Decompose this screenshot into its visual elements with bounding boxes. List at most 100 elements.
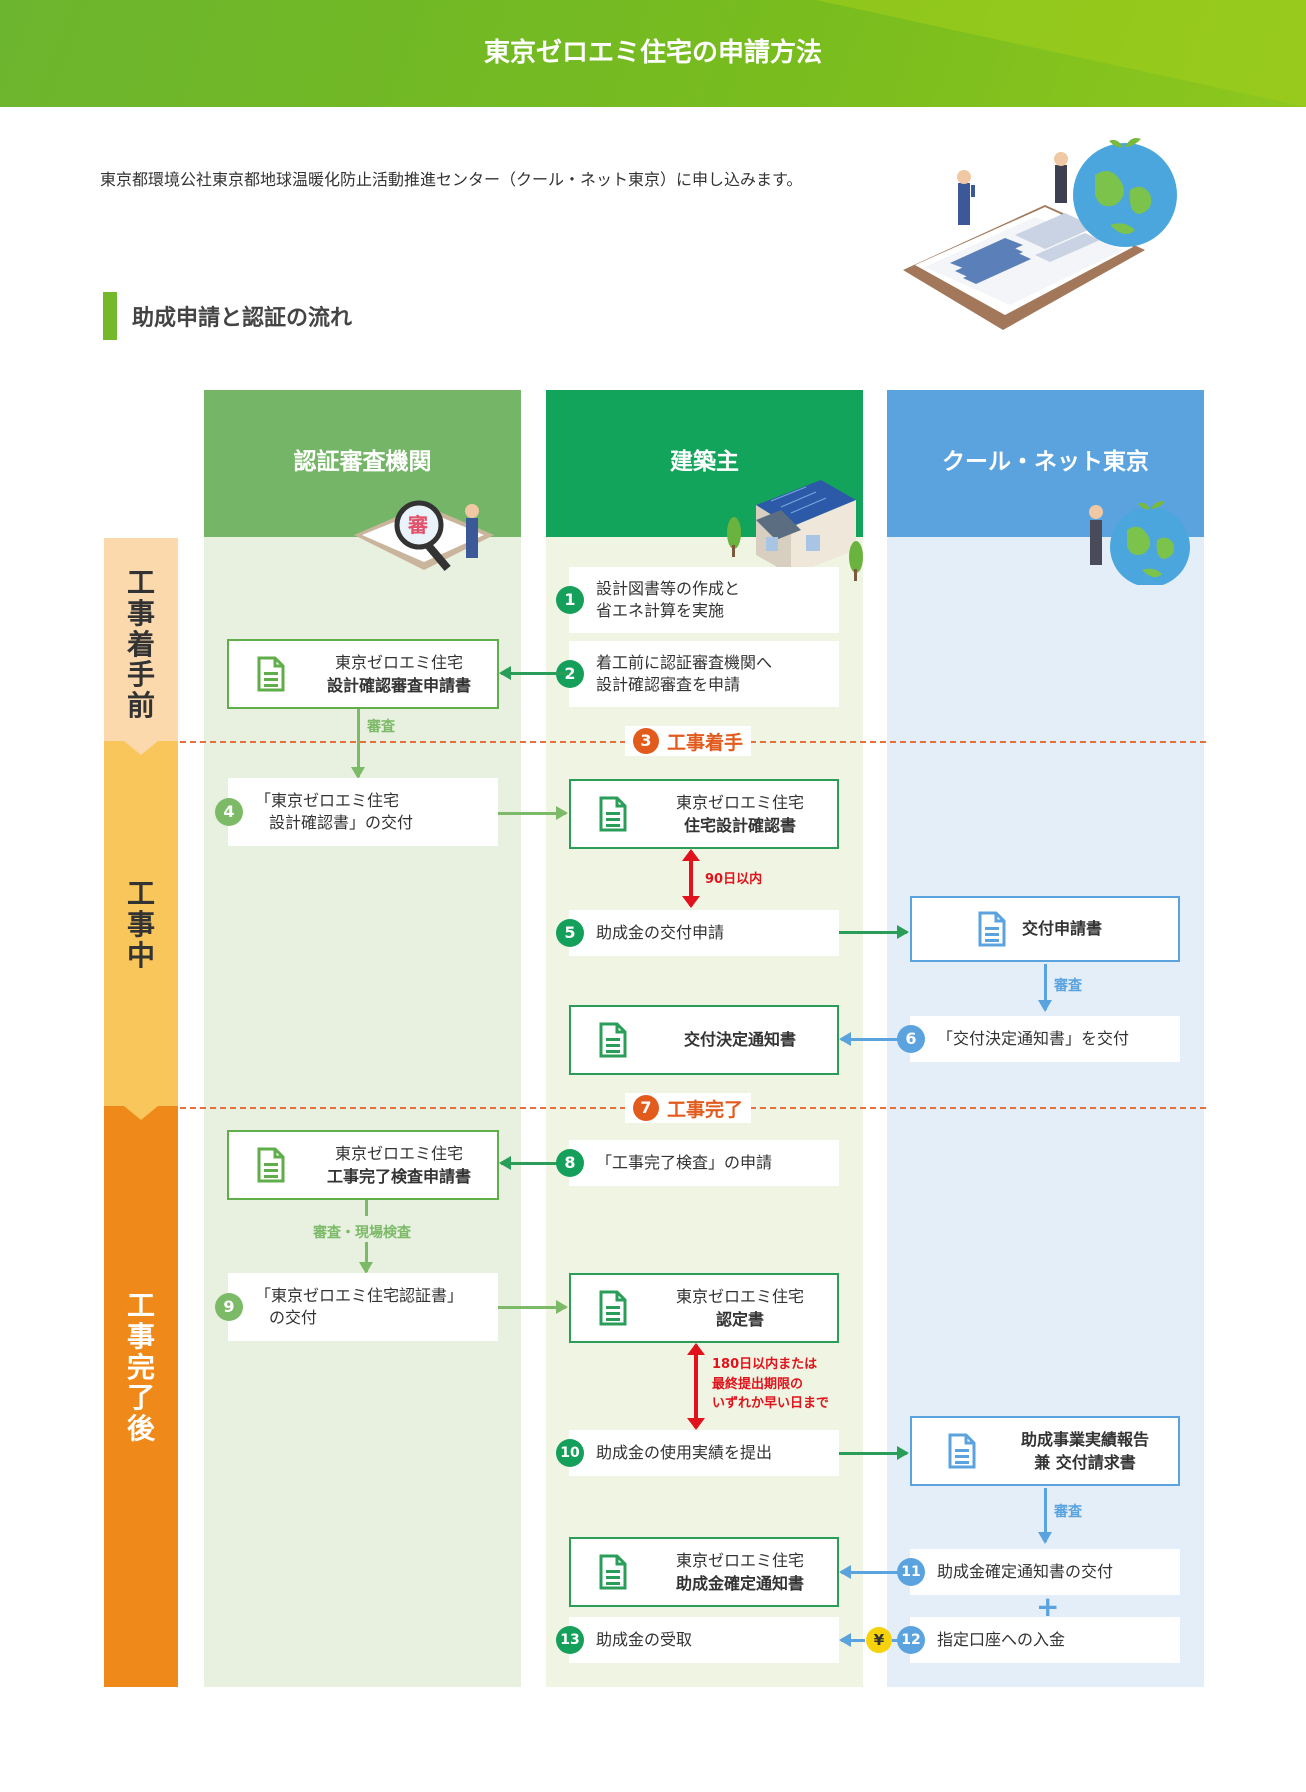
yen-icon: ¥ [866, 1627, 892, 1653]
doc-certificate: 東京ゼロエミ住宅認定書 [569, 1273, 839, 1343]
step-11: 11 助成金確定通知書の交付 [897, 1549, 1180, 1595]
deadline-text: 180日以内または [712, 1357, 818, 1372]
arrow-left [499, 1156, 569, 1170]
milestone-construction-complete: 7 工事完了 [625, 1093, 752, 1123]
step-number: 11 [897, 1558, 925, 1586]
step-13: 13 助成金の受取 [556, 1617, 839, 1663]
clipboard-globe-illustration [895, 135, 1195, 335]
arrow-down [359, 1242, 373, 1274]
column-certification-body: 認証審査機関 審 [204, 390, 521, 1687]
doc-text: 助成事業実績報告 [1020, 1429, 1149, 1449]
phase-char: 手 [126, 658, 155, 692]
step-1: 1 設計図書等の作成と省エネ計算を実施 [556, 567, 839, 633]
globe-person-illustration [1072, 485, 1202, 587]
step-2: 2 着工前に認証審査機関へ設計確認審査を申請 [556, 641, 839, 707]
step-number: 9 [215, 1293, 243, 1321]
step-8: 8 「工事完了検査」の申請 [556, 1140, 839, 1186]
milestone-construction-start: 3 工事着手 [625, 726, 752, 756]
plus-icon: + [1036, 1590, 1060, 1623]
step-text: 「東京ゼロエミ住宅認証書」 [255, 1285, 464, 1305]
doc-performance-report: 助成事業実績報告兼 交付請求書 [910, 1416, 1180, 1486]
document-icon [599, 1554, 627, 1590]
doc-grant-application: 交付申請書 [910, 896, 1180, 962]
arrow-right [839, 925, 909, 939]
step-text: 「工事完了検査」の申請 [596, 1152, 773, 1172]
document-icon [599, 1290, 627, 1326]
step-text: 指定口座への入金 [937, 1629, 1066, 1649]
svg-text:審: 審 [407, 513, 429, 537]
doc-text: 東京ゼロエミ住宅 [334, 1143, 463, 1163]
step-number: 1 [556, 586, 584, 614]
step-number: 8 [556, 1149, 584, 1177]
page-header: 東京ゼロエミ住宅の申請方法 [0, 0, 1306, 107]
step-text: の交付 [269, 1308, 318, 1327]
arrow-right [839, 1446, 909, 1460]
step-4: 4 「東京ゼロエミ住宅設計確認書」の交付 [215, 778, 498, 846]
step-text: 「交付決定通知書」を交付 [937, 1028, 1130, 1048]
review-label: 審査 [1054, 1504, 1082, 1520]
deadline-180-days: 180日以内または 最終提出期限の いずれか早い日まで [712, 1355, 829, 1414]
arrow-left [499, 666, 569, 680]
doc-text: 工事完了検査申請書 [326, 1167, 471, 1186]
doc-completion-inspection-application: 東京ゼロエミ住宅工事完了検査申請書 [227, 1130, 499, 1200]
milestone-label: 工事完了 [667, 1098, 744, 1121]
phase-char: 事 [126, 1319, 155, 1353]
step-10: 10 助成金の使用実績を提出 [556, 1430, 839, 1476]
doc-design-confirmation: 東京ゼロエミ住宅住宅設計確認書 [569, 779, 839, 849]
document-icon [978, 911, 1006, 947]
phase-char: 事 [126, 907, 155, 941]
section-title-bar [103, 292, 117, 340]
deadline-text: 最終提出期限の [712, 1376, 804, 1392]
doc-text: 設計確認審査申請書 [326, 676, 471, 695]
phase-during-construction: 工 事 中 [104, 741, 178, 1106]
doc-text: 助成金確定通知書 [675, 1574, 804, 1593]
deadline-arrow [682, 849, 700, 908]
phase-char: 事 [126, 596, 155, 630]
section-title: 助成申請と認証の流れ [132, 306, 353, 331]
deadline-arrow [687, 1343, 705, 1430]
arrow-left [839, 1633, 865, 1647]
connector-line [365, 1200, 368, 1216]
arrow-right [498, 806, 568, 820]
step-number: 6 [897, 1025, 925, 1053]
phase-char: 着 [126, 627, 155, 661]
phase-chevron [124, 1106, 158, 1120]
arrow-down [351, 709, 365, 779]
document-icon [257, 656, 285, 692]
page-title: 東京ゼロエミ住宅の申請方法 [483, 38, 822, 68]
doc-text: 交付申請書 [1022, 919, 1103, 939]
doc-text: 認定書 [715, 1310, 764, 1329]
magnifier-illustration: 審 [354, 500, 504, 580]
step-number: 5 [556, 919, 584, 947]
step-12: 12 指定口座への入金 [897, 1617, 1180, 1663]
step-text: 設計確認書」の交付 [269, 813, 414, 832]
step-number: 3 [633, 728, 659, 754]
phase-before-construction: 工 事 着 手 前 [104, 538, 178, 741]
review-inspection-label: 審査・現場検査 [313, 1225, 411, 1241]
document-icon [599, 796, 627, 832]
review-label: 審査 [367, 719, 395, 735]
milestone-label: 工事着手 [667, 731, 744, 754]
step-text: 着工前に認証審査機関へ [596, 652, 773, 672]
phase-char: 了 [126, 1381, 155, 1415]
doc-design-review-application: 東京ゼロエミ住宅設計確認審査申請書 [227, 639, 499, 709]
doc-text: 住宅設計確認書 [683, 816, 796, 835]
review-label: 審査 [1054, 978, 1082, 994]
house-illustration [726, 475, 866, 585]
doc-text: 東京ゼロエミ住宅 [675, 1550, 804, 1570]
step-number: 10 [556, 1439, 584, 1467]
deadline-text: いずれか早い日まで [712, 1396, 830, 1411]
doc-text: 兼 交付請求書 [1034, 1453, 1136, 1472]
phase-char: 後 [126, 1412, 155, 1446]
document-icon [948, 1433, 976, 1469]
arrow-left [839, 1032, 909, 1046]
phase-char: 前 [126, 689, 155, 723]
step-text: 設計図書等の作成と [596, 578, 741, 598]
step-number: 13 [556, 1626, 584, 1654]
step-text: 助成金の使用実績を提出 [596, 1442, 773, 1462]
doc-text: 東京ゼロエミ住宅 [675, 1286, 804, 1306]
doc-text: 東京ゼロエミ住宅 [334, 652, 463, 672]
step-9: 9 「東京ゼロエミ住宅認証書」の交付 [215, 1273, 498, 1341]
phase-char: 工 [126, 877, 155, 910]
step-number: 7 [633, 1095, 659, 1121]
